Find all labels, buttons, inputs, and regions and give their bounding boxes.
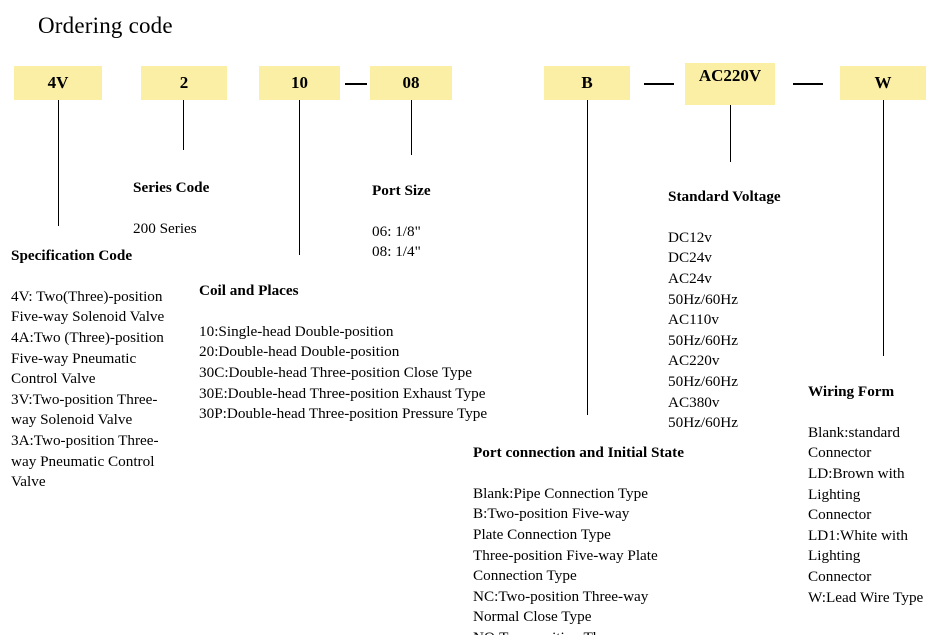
description-voltage: Standard Voltage DC12v DC24v AC24v 50Hz/… <box>668 166 818 454</box>
code-box-wiring[interactable]: W <box>840 66 926 100</box>
separator-voltage-to-wiring <box>793 83 823 85</box>
description-specification-heading: Specification Code <box>11 246 133 264</box>
description-wiring-heading: Wiring Form <box>808 382 895 400</box>
description-port-connection-heading: Port connection and Initial State <box>473 443 684 461</box>
leader-line-coil <box>299 100 300 255</box>
description-wiring: Wiring Form Blank:standard Connector LD:… <box>808 361 945 629</box>
page-title: Ordering code <box>38 13 173 38</box>
leader-line-port-size <box>411 100 412 155</box>
description-specification: Specification Code 4V: Two(Three)-positi… <box>11 225 211 513</box>
description-port-size-body: 06: 1/8" 08: 1/4" <box>372 222 421 261</box>
description-coil-heading: Coil and Places <box>199 281 299 299</box>
description-wiring-body: Blank:standard Connector LD:Brown with L… <box>808 423 924 606</box>
separator-connection-to-voltage <box>644 83 674 85</box>
leader-line-port-connection <box>587 100 588 415</box>
description-port-size: Port Size 06: 1/8" 08: 1/4" <box>372 160 522 284</box>
code-box-port-connection[interactable]: B <box>544 66 630 100</box>
code-box-voltage[interactable]: AC220V <box>685 63 775 105</box>
description-voltage-body: DC12v DC24v AC24v 50Hz/60Hz AC110v 50Hz/… <box>668 228 739 432</box>
description-port-size-heading: Port Size <box>372 181 431 199</box>
leader-line-series <box>183 100 184 150</box>
leader-line-wiring <box>883 100 884 356</box>
description-port-connection-body: Blank:Pipe Connection Type B:Two-positio… <box>473 484 658 635</box>
code-box-port-size[interactable]: 08 <box>370 66 452 100</box>
code-box-coil[interactable]: 10 <box>259 66 340 100</box>
description-coil-body: 10:Single-head Double-position 20:Double… <box>199 322 488 423</box>
description-port-connection: Port connection and Initial State Blank:… <box>473 422 733 635</box>
leader-line-voltage <box>730 105 731 162</box>
description-series-body: 200 Series <box>133 219 197 237</box>
leader-line-specification <box>58 100 59 226</box>
code-box-series[interactable]: 2 <box>141 66 227 100</box>
description-specification-body: 4V: Two(Three)-position Five-way Solenoi… <box>11 287 165 491</box>
code-box-specification[interactable]: 4V <box>14 66 102 100</box>
description-voltage-heading: Standard Voltage <box>668 187 781 205</box>
description-coil: Coil and Places 10:Single-head Double-po… <box>199 260 544 445</box>
description-series-heading: Series Code <box>133 178 210 196</box>
separator-coil-to-port-size <box>345 83 367 85</box>
description-series: Series Code 200 Series <box>133 157 313 260</box>
